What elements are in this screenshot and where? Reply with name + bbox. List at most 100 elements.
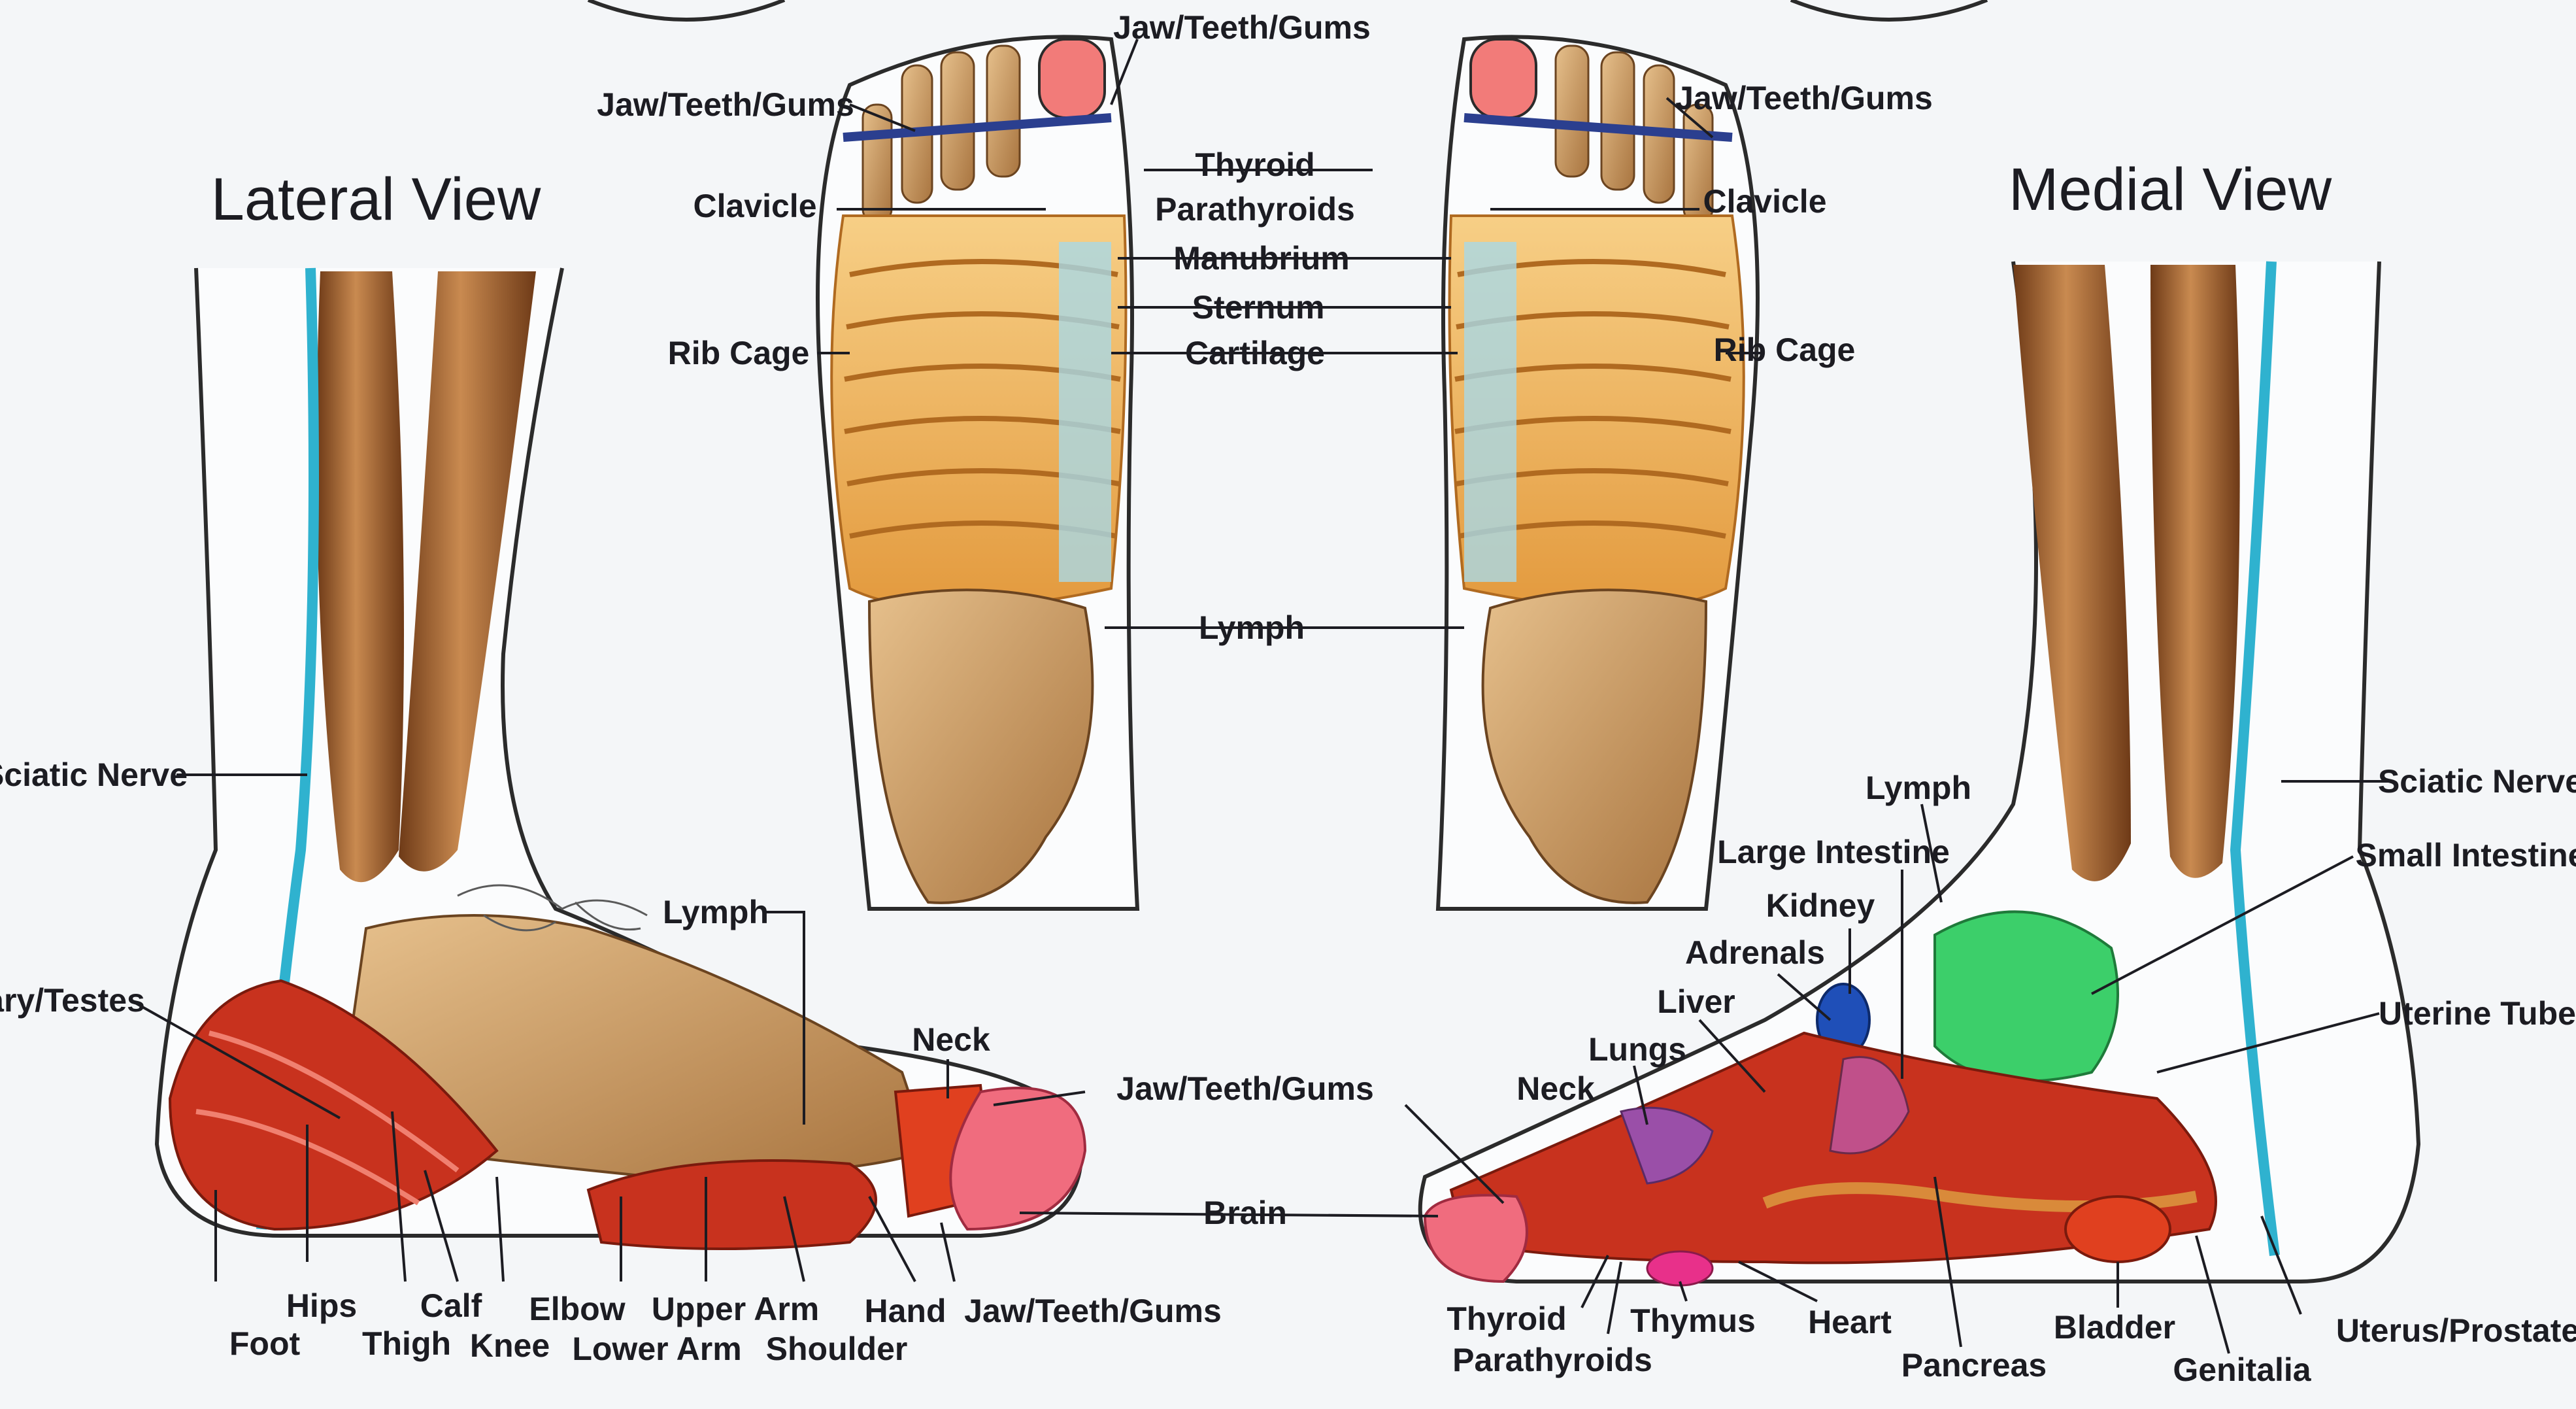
label-elbow: Elbow bbox=[529, 1291, 626, 1327]
label-jaw-top-left: Jaw/Teeth/Gums bbox=[597, 86, 854, 123]
label-calf: Calf bbox=[420, 1287, 482, 1324]
label-knee: Knee bbox=[469, 1327, 550, 1364]
left-toe-3 bbox=[940, 51, 975, 191]
leader-lymph-medial bbox=[1920, 804, 1943, 903]
medial-bladder bbox=[2064, 1195, 2171, 1263]
medial-foot bbox=[1418, 261, 2421, 1287]
label-jaw-top-center: Jaw/Teeth/Gums bbox=[1113, 9, 1371, 46]
label-kidney: Kidney bbox=[1765, 887, 1875, 924]
left-ribs bbox=[844, 259, 1121, 539]
label-small-intestine: Small Intestine bbox=[2355, 837, 2576, 874]
label-uterine-tube: Uterine Tube bbox=[2379, 995, 2576, 1032]
medial-sciatic-nerve bbox=[2230, 261, 2280, 1256]
label-rib-cage-right: Rib Cage bbox=[1713, 331, 1856, 368]
top-left-outline bbox=[587, 0, 786, 22]
medial-fibula bbox=[2150, 265, 2240, 878]
label-jaw-lateral-upper: Jaw/Teeth/Gums bbox=[1116, 1070, 1374, 1107]
label-uterus-prostate: Uterus/Prostate bbox=[2335, 1312, 2576, 1349]
label-hand: Hand bbox=[864, 1293, 946, 1329]
medial-view-title: Medial View bbox=[2008, 156, 2332, 223]
lateral-foot bbox=[154, 267, 1087, 1250]
lateral-heel-muscles bbox=[168, 979, 499, 1231]
label-upper-arm: Upper Arm bbox=[651, 1291, 820, 1327]
label-clavicle-right: Clavicle bbox=[1703, 183, 1827, 220]
leader-adrenals bbox=[1777, 973, 1832, 1021]
label-cartilage: Cartilage bbox=[1185, 335, 1325, 371]
label-adrenals: Adrenals bbox=[1685, 934, 1825, 971]
right-heel-bones bbox=[1481, 588, 1708, 904]
label-pancreas: Pancreas bbox=[1901, 1347, 2047, 1384]
label-liver: Liver bbox=[1657, 983, 1735, 1020]
leader-uterine-tube bbox=[2156, 1012, 2380, 1074]
label-lymph-center: Lymph bbox=[1198, 609, 1305, 646]
right-toe-3 bbox=[1600, 51, 1635, 191]
label-thymus: Thymus bbox=[1630, 1302, 1756, 1339]
leader-lungs bbox=[1633, 1065, 1648, 1125]
lateral-arm-muscles bbox=[586, 1159, 877, 1250]
leader-medial-bottom bbox=[1581, 1176, 2302, 1354]
label-genitalia: Genitalia bbox=[2173, 1351, 2311, 1388]
label-brain: Brain bbox=[1203, 1195, 1287, 1231]
medial-thymus bbox=[1646, 1250, 1714, 1287]
right-ribs bbox=[1454, 259, 1731, 539]
label-sciatic-right: Sciatic Nerve bbox=[2377, 763, 2576, 800]
medial-brain-toe bbox=[1423, 1194, 1528, 1283]
lateral-fibula bbox=[399, 271, 536, 872]
label-lymph-medial: Lymph bbox=[1865, 770, 1972, 806]
left-cartilage bbox=[1059, 242, 1111, 582]
left-heel-bones bbox=[867, 588, 1094, 904]
medial-tibia bbox=[2013, 265, 2131, 881]
leader-liver bbox=[1698, 1019, 1766, 1093]
label-sternum: Sternum bbox=[1192, 289, 1325, 326]
left-toe-2 bbox=[986, 44, 1021, 178]
right-jaw-band bbox=[1464, 113, 1733, 142]
leader-top-left-jaw bbox=[849, 103, 916, 132]
top-right-outline bbox=[1790, 0, 1988, 22]
leader-ovary bbox=[130, 999, 341, 1119]
label-thyroid-medial: Thyroid bbox=[1447, 1300, 1567, 1337]
label-hips: Hips bbox=[286, 1287, 358, 1324]
label-manubrium: Manubrium bbox=[1173, 240, 1350, 277]
leader-small-intestine bbox=[2091, 855, 2354, 995]
label-neck-lateral: Neck bbox=[912, 1021, 990, 1058]
label-lungs: Lungs bbox=[1588, 1031, 1686, 1068]
label-parathyroids-medial: Parathyroids bbox=[1452, 1342, 1652, 1378]
label-foot: Foot bbox=[229, 1325, 301, 1362]
left-big-toe bbox=[1038, 38, 1106, 119]
center-right-sole bbox=[1435, 35, 1760, 911]
lateral-brain-toe bbox=[949, 1087, 1087, 1231]
label-rib-cage-left: Rib Cage bbox=[667, 335, 810, 371]
leader-sciatic bbox=[176, 773, 2392, 783]
leader-top-right-jaw bbox=[1665, 97, 1714, 139]
label-lymph-lateral: Lymph bbox=[662, 894, 769, 930]
label-sciatic-left: Sciatic Nerve bbox=[0, 756, 188, 793]
label-ovary-testes: ary/Testes bbox=[0, 982, 145, 1019]
leader-top-center bbox=[1110, 39, 1139, 105]
right-cartilage bbox=[1464, 242, 1516, 582]
lateral-lymph-network bbox=[457, 884, 648, 932]
right-big-toe bbox=[1469, 38, 1537, 119]
label-jaw-lateral-lower: Jaw/Teeth/Gums bbox=[964, 1293, 1222, 1329]
label-thigh: Thigh bbox=[361, 1325, 452, 1362]
center-left-sole bbox=[816, 35, 1140, 911]
label-shoulder: Shoulder bbox=[765, 1331, 908, 1367]
leader-lymph-lateral bbox=[765, 911, 805, 1125]
left-toe-5 bbox=[861, 103, 893, 224]
leader-jaw-lateral bbox=[993, 1091, 1086, 1106]
lateral-tibia bbox=[316, 271, 404, 883]
medial-lungs bbox=[1620, 1106, 1714, 1185]
label-thyroid: Thyroid bbox=[1195, 146, 1315, 183]
lateral-heel-fibers bbox=[195, 1030, 460, 1206]
right-toe-2 bbox=[1554, 44, 1590, 178]
label-large-intestine: Large Intestine bbox=[1717, 834, 1950, 870]
label-lower-arm: Lower Arm bbox=[572, 1331, 742, 1367]
lateral-view-title: Lateral View bbox=[210, 166, 541, 233]
label-jaw-top-right: Jaw/Teeth/Gums bbox=[1675, 80, 1933, 116]
leader-neck-medial bbox=[1404, 1104, 1505, 1204]
medial-adrenal-zone bbox=[1829, 1056, 1910, 1155]
label-parathyroids: Parathyroids bbox=[1155, 191, 1355, 228]
leader-brain bbox=[1019, 1212, 1439, 1217]
left-jaw-band bbox=[843, 113, 1112, 142]
